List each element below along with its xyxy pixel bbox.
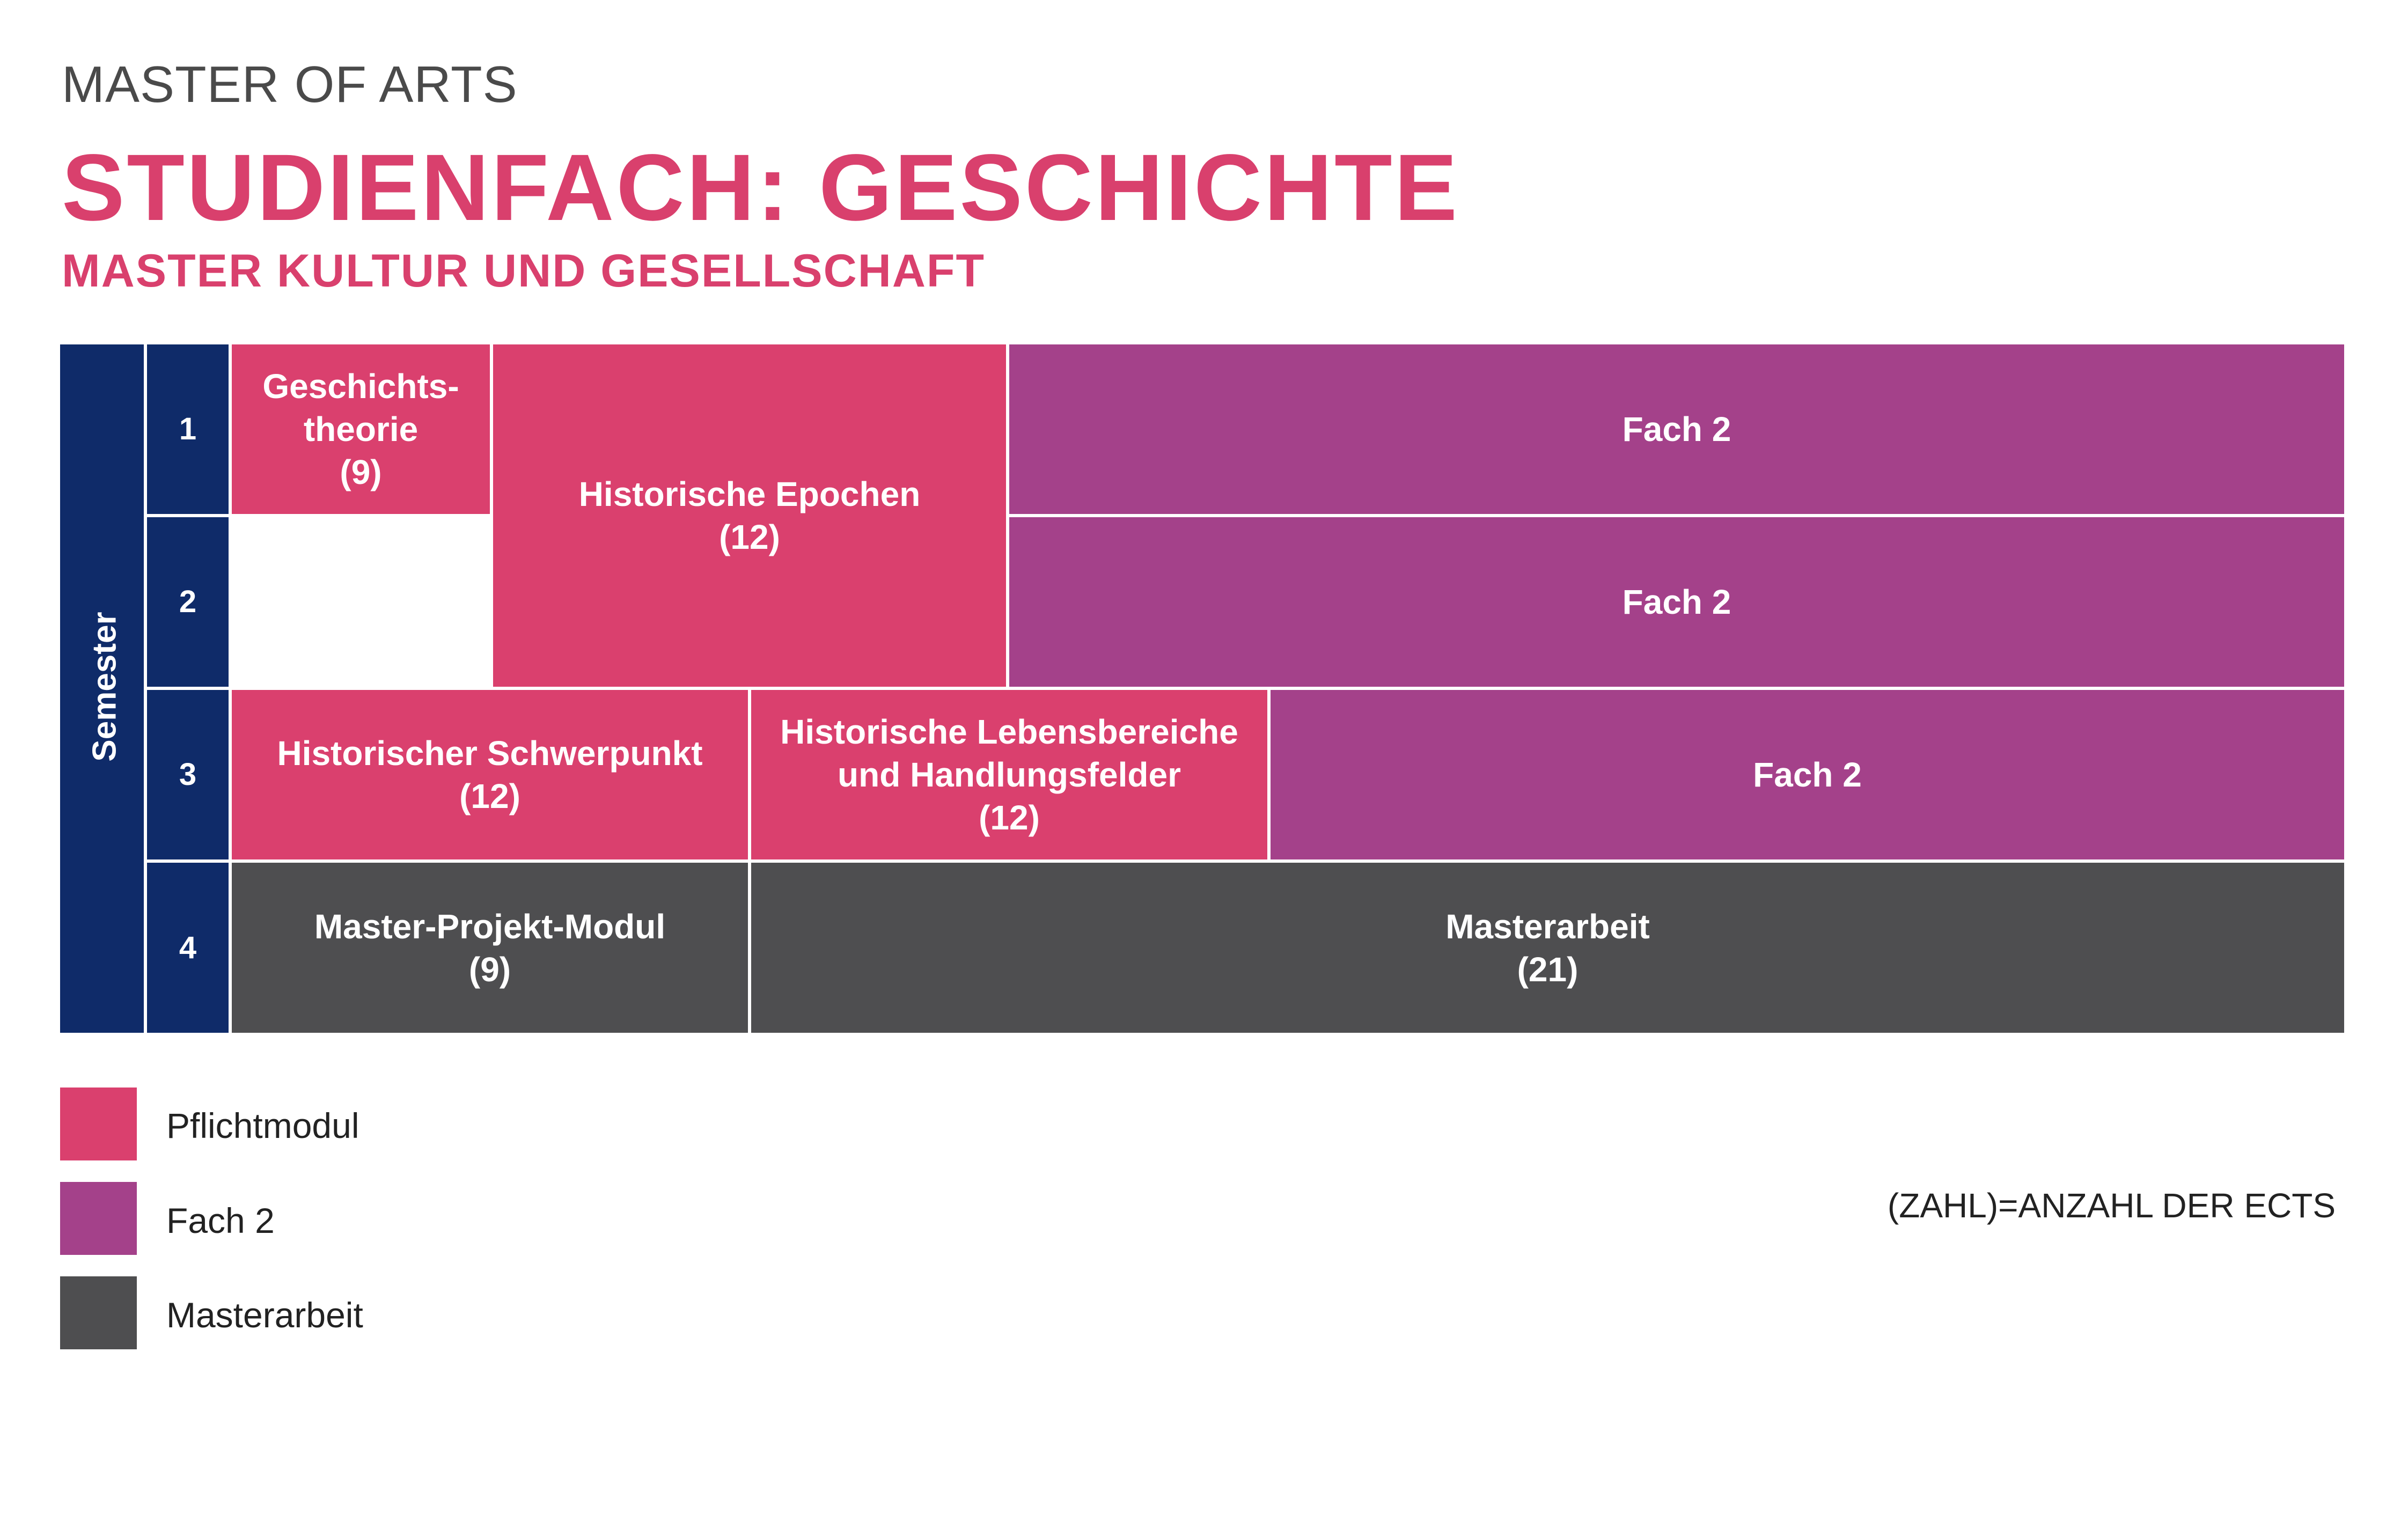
semester-axis-label: Semester	[86, 612, 123, 762]
legend-swatch-fach2	[60, 1182, 137, 1255]
module-historische-lebensbereiche: Historische Lebensbereiche und Handlungs…	[751, 690, 1267, 859]
module-fach2-semester-3: Fach 2	[1271, 690, 2344, 859]
legend-label-masterarbeit: Masterarbeit	[166, 1295, 363, 1335]
module-fach2-semester-1: Fach 2	[1009, 344, 2344, 514]
page-title: STUDIENFACH: GESCHICHTE	[62, 135, 1459, 240]
degree-heading: MASTER OF ARTS	[62, 56, 518, 113]
module-historischer-schwerpunkt: Historischer Schwerpunkt (12)	[232, 690, 748, 859]
legend-label-pflichtmodul: Pflichtmodul	[166, 1106, 359, 1145]
module-fach2-semester-2: Fach 2	[1009, 517, 2344, 687]
module-historische-epochen: Historische Epochen (12)	[493, 344, 1006, 687]
module-master-projekt: Master-Projekt-Modul (9)	[232, 863, 748, 1033]
legend-swatch-pflichtmodul	[60, 1088, 137, 1160]
legend-label-fach2: Fach 2	[166, 1201, 275, 1240]
semester-axis	[60, 344, 144, 1033]
page-subtitle: MASTER KULTUR UND GESELLSCHAFT	[62, 245, 986, 297]
semester-number-4: 4	[147, 863, 229, 1033]
module-masterarbeit: Masterarbeit (21)	[751, 863, 2344, 1033]
module-geschichtstheorie: Geschichts- theorie (9)	[232, 344, 490, 514]
legend-swatch-masterarbeit	[60, 1276, 137, 1349]
ects-note: (ZAHL)=ANZAHL DER ECTS	[1887, 1186, 2336, 1225]
semester-number-3: 3	[147, 690, 229, 859]
semester-number-2: 2	[147, 517, 229, 687]
semester-number-1: 1	[147, 344, 229, 514]
